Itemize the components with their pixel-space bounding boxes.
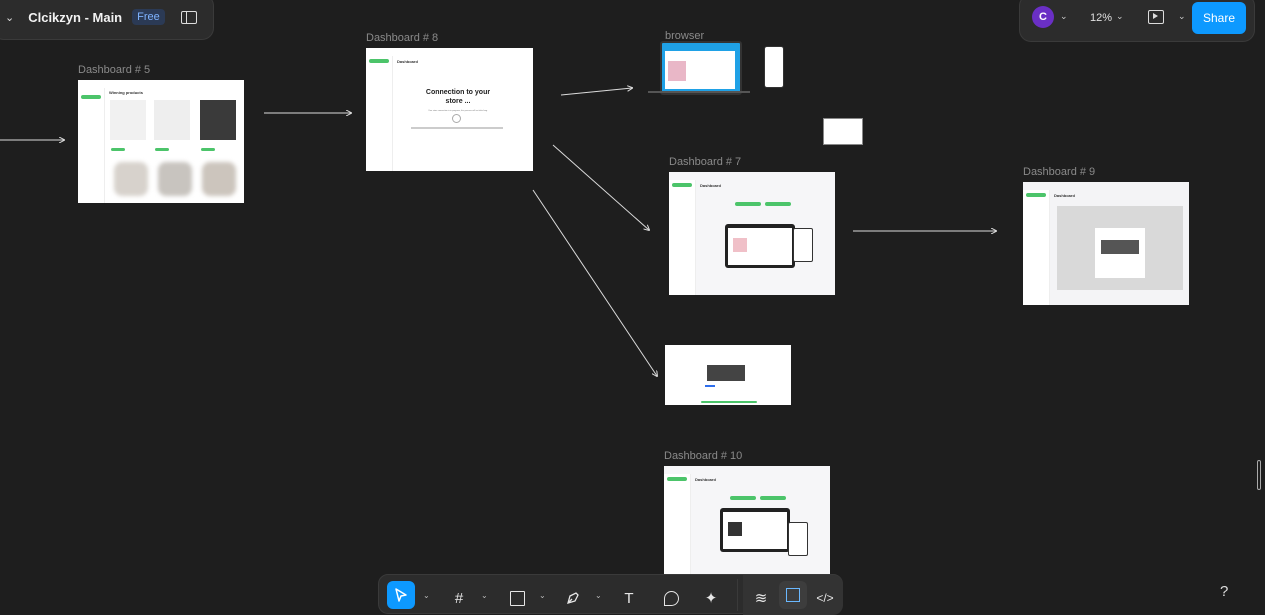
frame-heading: Winning products	[109, 90, 143, 95]
bottom-toolbar: ⌄ # ⌄ ⌄ ⌄ T ✦ ≋ </>	[378, 574, 843, 615]
chevron-down-icon[interactable]: ⌄	[595, 591, 602, 600]
dev-mode-icon[interactable]: </>	[816, 591, 834, 605]
modal-dialog	[1095, 228, 1145, 278]
blurred-product	[114, 162, 148, 196]
comment-tool-icon[interactable]	[657, 584, 685, 612]
progress-bar	[411, 127, 503, 129]
avatar[interactable]: C	[1032, 6, 1054, 28]
connection-subtitle: Your store connection is in progress, th…	[428, 110, 488, 112]
frame-heading: Dashboard	[695, 477, 716, 482]
sidebar-active-item	[81, 95, 101, 99]
present-icon[interactable]	[1148, 10, 1164, 24]
card-button	[111, 148, 125, 151]
sidebar-active-item	[1026, 193, 1046, 197]
spinner-icon	[452, 114, 461, 123]
frame-dashboard-7[interactable]: Dashboard	[669, 172, 835, 295]
pen-tool-icon[interactable]	[559, 584, 587, 612]
actions-tool-icon[interactable]: ✦	[704, 590, 718, 607]
frame-button	[760, 496, 786, 500]
frame-heading: Dashboard	[700, 183, 721, 188]
move-tool-icon[interactable]	[387, 581, 415, 609]
scrollbar[interactable]	[1257, 460, 1261, 490]
chevron-down-icon[interactable]: ⌄	[481, 591, 488, 600]
sidebar-active-item	[672, 183, 692, 187]
frame-button	[735, 202, 761, 206]
chevron-down-icon[interactable]: ⌄	[1116, 11, 1124, 21]
connector-arrow	[552, 144, 649, 230]
product-card	[154, 100, 190, 140]
product-image	[707, 365, 745, 381]
dev-tools-group: ≋ </>	[743, 575, 843, 615]
frame-heading: Dashboard	[397, 59, 418, 64]
product-card	[200, 100, 236, 140]
frame-label-dashboard-5[interactable]: Dashboard # 5	[78, 64, 151, 76]
frame-sidebar	[366, 56, 393, 171]
chevron-down-icon[interactable]: ⌄	[1178, 11, 1186, 21]
design-mode-icon[interactable]	[779, 581, 807, 609]
connector-arrow	[560, 88, 632, 96]
frame-product-page[interactable]	[665, 345, 791, 405]
laptop-mockup	[720, 508, 790, 552]
sidebar-active-item	[369, 59, 389, 63]
blurred-product	[202, 162, 236, 196]
phone-mockup	[764, 46, 784, 88]
frame-sidebar	[669, 180, 696, 295]
frame-label-dashboard-8[interactable]: Dashboard # 8	[366, 32, 439, 44]
frame-dashboard-5[interactable]: Winning products	[78, 80, 244, 203]
frame-label-browser[interactable]: browser	[665, 30, 705, 42]
zoom-level[interactable]: 12%	[1090, 12, 1113, 24]
draw-tool-icon[interactable]: ≋	[754, 590, 768, 607]
frame-label-dashboard-9[interactable]: Dashboard # 9	[1023, 166, 1096, 178]
connector-arrow	[532, 189, 657, 376]
phone-mockup	[788, 522, 808, 556]
frame-sidebar	[664, 474, 691, 574]
frame-dashboard-10[interactable]: Dashboard	[664, 466, 830, 574]
plan-badge: Free	[132, 9, 165, 25]
chevron-down-icon[interactable]: ⌄	[423, 591, 430, 600]
frame-dashboard-9[interactable]: Dashboard	[1023, 182, 1189, 305]
frame-sidebar	[1023, 190, 1050, 305]
card-button	[155, 148, 169, 151]
share-button[interactable]: Share	[1192, 2, 1246, 34]
note-frame[interactable]	[823, 118, 863, 145]
sidebar-active-item	[667, 477, 687, 481]
blurred-product	[158, 162, 192, 196]
frame-dashboard-8[interactable]: Dashboard Connection to your store ... Y…	[366, 48, 533, 171]
chevron-down-icon[interactable]: ⌄	[1060, 11, 1068, 21]
rectangle-tool-icon[interactable]	[503, 584, 531, 612]
file-title[interactable]: Clcikzyn - Main	[28, 9, 123, 25]
top-right-panel: C ⌄ 12% ⌄ ⌄ Share	[1019, 0, 1255, 42]
modal-overlay	[1057, 206, 1183, 290]
laptop-base	[648, 91, 750, 93]
frame-label-dashboard-7[interactable]: Dashboard # 7	[669, 156, 742, 168]
main-menu-chevron-icon[interactable]: ⌄	[5, 11, 15, 24]
frame-heading: Dashboard	[1054, 193, 1075, 198]
chevron-down-icon[interactable]: ⌄	[539, 591, 546, 600]
file-panel: ⌄ Clcikzyn - Main Free	[0, 0, 214, 40]
product-card	[110, 100, 146, 140]
sidebar-toggle-icon[interactable]	[180, 10, 197, 24]
frame-sidebar	[78, 88, 105, 203]
laptop-mockup	[725, 224, 795, 268]
frame-browser-laptop[interactable]	[660, 41, 742, 95]
frame-label-dashboard-10[interactable]: Dashboard # 10	[664, 450, 743, 462]
help-button[interactable]: ?	[1220, 583, 1229, 600]
frame-button	[705, 385, 715, 387]
phone-mockup	[793, 228, 813, 262]
frame-button	[730, 496, 756, 500]
frame-tool-icon[interactable]: #	[454, 589, 464, 607]
text-tool-icon[interactable]: T	[624, 589, 634, 607]
connection-title: Connection to your store ...	[425, 89, 491, 105]
hero-image	[668, 61, 686, 81]
toolbar-divider	[737, 579, 738, 611]
frame-button	[765, 202, 791, 206]
card-button	[201, 148, 215, 151]
